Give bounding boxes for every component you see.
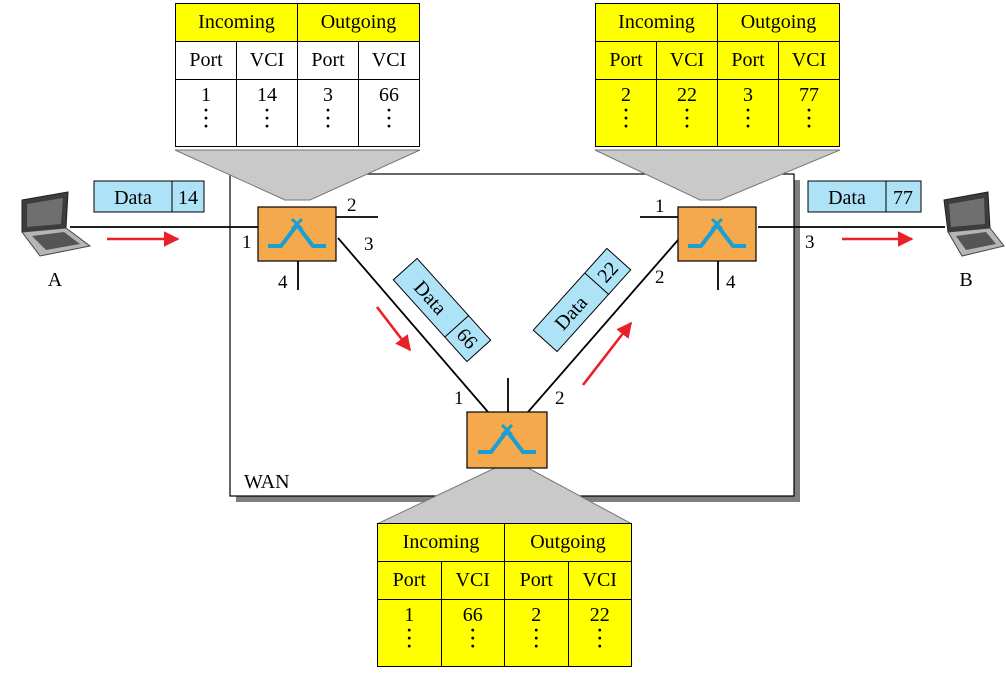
frame-1-vci: 14 (178, 187, 198, 209)
table3-incoming-header: Incoming (377, 523, 505, 562)
table3-cell: 66··· (440, 599, 505, 667)
host-b-label: B (959, 269, 972, 291)
table1-cell: 66··· (358, 79, 420, 147)
laptop-a-icon (21, 191, 92, 257)
table3-outgoing-header: Outgoing (504, 523, 632, 562)
table1-col-port-out: Port (297, 41, 359, 80)
table1-outgoing-header: Outgoing (297, 3, 420, 42)
sw1-port4-label: 4 (278, 272, 288, 293)
table3-cell: 1··· (377, 599, 442, 667)
table3-col-port-out: Port (504, 561, 569, 600)
frame-1-data: Data (114, 187, 152, 209)
table2-col-port-in: Port (595, 41, 657, 80)
arrow-switch1-to-switch3 (375, 306, 412, 352)
frame-4-vci: 77 (893, 187, 913, 209)
table3-col-vci-out: VCI (567, 561, 632, 600)
table2-cell: 22··· (656, 79, 718, 147)
table1-incoming-header: Incoming (175, 3, 298, 42)
table1-cell: 1··· (175, 79, 237, 147)
links (70, 216, 945, 413)
sw2-port3-label: 3 (805, 232, 815, 253)
table2-cell: 2··· (595, 79, 657, 147)
table3-col-vci-in: VCI (440, 561, 505, 600)
sw1-port1-label: 1 (242, 232, 252, 253)
sw3-port2-label: 2 (555, 388, 565, 409)
link-switch1-switch3 (337, 237, 489, 413)
table2-incoming-header: Incoming (595, 3, 718, 42)
table2-col-port-out: Port (717, 41, 779, 80)
switch2-vci-table: Incoming Outgoing Port VCI Port VCI 2···… (595, 3, 840, 147)
table1-col-vci-in: VCI (236, 41, 298, 80)
frame-1: Data 14 (93, 180, 205, 213)
switch-1 (257, 206, 337, 262)
table1-cell: 3··· (297, 79, 359, 147)
table2-cell: 3··· (717, 79, 779, 147)
sw3-port1-label: 1 (454, 388, 464, 409)
link-switch3-switch2 (527, 239, 679, 413)
sw2-port1-label: 1 (655, 196, 665, 217)
frame-4: Data 77 (807, 180, 922, 213)
table3-cell: 22··· (567, 599, 632, 667)
laptop-b-icon (943, 191, 1005, 257)
sw2-port2-label: 2 (655, 267, 665, 288)
table2-cell: 77··· (778, 79, 840, 147)
arrow-switch3-to-switch2 (581, 321, 633, 386)
table1-cell: 14··· (236, 79, 298, 147)
frame-4-data: Data (828, 187, 866, 209)
sw1-port2-label: 2 (347, 195, 357, 216)
callout-switch2 (594, 149, 841, 201)
table3-col-port-in: Port (377, 561, 442, 600)
table3-cell: 2··· (504, 599, 569, 667)
switch-3 (466, 411, 548, 469)
table2-outgoing-header: Outgoing (717, 3, 840, 42)
sw2-port4-label: 4 (726, 272, 736, 293)
host-a-label: A (48, 269, 63, 291)
sw1-port3-label: 3 (364, 234, 374, 255)
switch1-vci-table: Incoming Outgoing Port VCI Port VCI 1···… (175, 3, 420, 147)
switch3-vci-table: Incoming Outgoing Port VCI Port VCI 1···… (377, 523, 632, 667)
switch-2 (677, 206, 757, 262)
callout-switch1 (174, 149, 421, 201)
table2-col-vci-out: VCI (778, 41, 840, 80)
wan-label: WAN (244, 471, 290, 493)
table1-col-port-in: Port (175, 41, 237, 80)
table1-col-vci-out: VCI (358, 41, 420, 80)
table2-col-vci-in: VCI (656, 41, 718, 80)
